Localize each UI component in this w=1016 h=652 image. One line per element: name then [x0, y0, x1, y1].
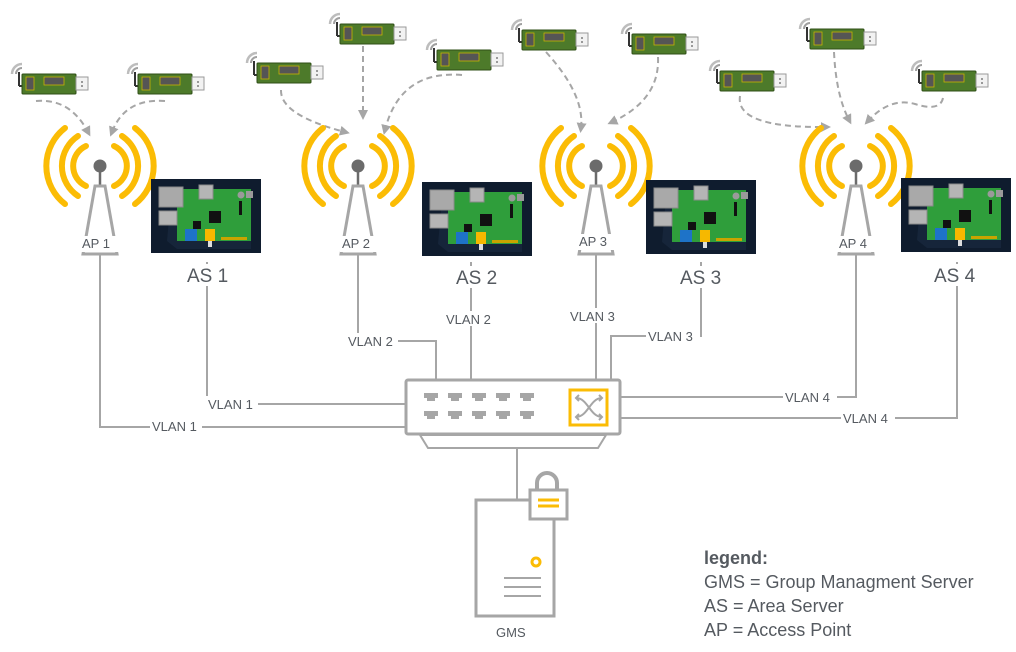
assoc-arrow — [381, 73, 463, 135]
access-point-1: AP 1 — [46, 128, 153, 254]
legend-title: legend: — [704, 548, 769, 568]
raspberry-pi-board-icon — [421, 181, 533, 257]
link-ap1-switch — [99, 254, 406, 428]
usb-wireless-dongle-icon — [510, 18, 590, 52]
access-point-2: AP 2 — [304, 128, 411, 254]
usb-wireless-dongle-icon — [10, 62, 90, 96]
usb-wireless-dongle-icon — [126, 62, 206, 96]
as-label: AS 1 — [187, 266, 228, 287]
legend-entry-as: AS = Area Server — [704, 596, 844, 616]
raspberry-pi-board-icon — [645, 179, 757, 255]
usb-wireless-dongle-icon — [708, 59, 788, 93]
network-links — [99, 254, 958, 500]
link-ap4-switch — [620, 254, 857, 398]
access-point-4: AP 4 — [802, 128, 909, 254]
network-switch-icon — [404, 378, 622, 449]
switch-ports — [424, 393, 534, 419]
switch-crossover-icon — [574, 394, 604, 421]
gms-label: GMS — [496, 625, 526, 640]
as-label: AS 3 — [680, 268, 721, 289]
vlan-label-ap4: VLAN 4 — [785, 390, 830, 405]
vlan-label-ap3: VLAN 3 — [570, 309, 615, 324]
legend: legend: GMS = Group Managment Server AS … — [704, 546, 974, 642]
ap-label: AP 2 — [342, 236, 370, 251]
raspberry-pi-board-icon — [900, 177, 1012, 253]
area-server-4: AS 4 — [900, 177, 1012, 287]
ap-label: AP 1 — [82, 236, 110, 251]
locked-server-icon — [474, 471, 569, 618]
vlan-label-as3: VLAN 3 — [648, 329, 693, 344]
usb-wireless-dongle-icon — [328, 12, 408, 46]
usb-wireless-dongle-icon — [910, 59, 990, 93]
legend-entry-ap: AP = Access Point — [704, 620, 852, 640]
lock-icon — [528, 471, 569, 521]
as-label: AS 2 — [456, 268, 497, 289]
assoc-arrow — [545, 51, 587, 133]
assoc-arrow — [279, 89, 350, 136]
vlan-label-as2: VLAN 2 — [446, 312, 491, 327]
client-devices — [10, 12, 990, 96]
usb-wireless-dongle-icon — [798, 17, 878, 51]
area-server-3: AS 3 — [645, 179, 757, 289]
usb-wireless-dongle-icon — [245, 51, 325, 85]
access-point-3: AP 3 — [542, 128, 649, 254]
usb-wireless-dongle-icon — [620, 22, 700, 56]
link-ap2-switch — [357, 254, 437, 380]
assoc-arrow — [833, 51, 852, 125]
assoc-arrow — [109, 99, 166, 137]
usb-wireless-dongle-icon — [425, 38, 505, 72]
link-as4-switch — [620, 262, 958, 419]
assoc-arrow — [738, 95, 831, 133]
as-label: AS 4 — [934, 266, 976, 287]
vlan-label-as4: VLAN 4 — [843, 411, 888, 426]
vlan-label-as1: VLAN 1 — [208, 397, 253, 412]
legend-entry-gms: GMS = Group Managment Server — [704, 572, 974, 592]
area-server-1: AS 1 — [150, 178, 262, 287]
assoc-arrow — [35, 99, 91, 137]
vlan-label-ap1: VLAN 1 — [152, 419, 197, 434]
ap-label: AP 4 — [839, 236, 867, 251]
assoc-arrow — [607, 56, 660, 125]
vlan-label-ap2: VLAN 2 — [348, 334, 393, 349]
assoc-arrow — [864, 97, 944, 125]
ap-label: AP 3 — [579, 234, 607, 249]
vlan-labels: VLAN 1 VLAN 1 VLAN 2 VLAN 2 VLAN 3 VLAN … — [150, 308, 895, 434]
raspberry-pi-board-icon — [150, 178, 262, 254]
wireless-associations — [35, 46, 944, 137]
area-server-2: AS 2 — [421, 181, 533, 289]
